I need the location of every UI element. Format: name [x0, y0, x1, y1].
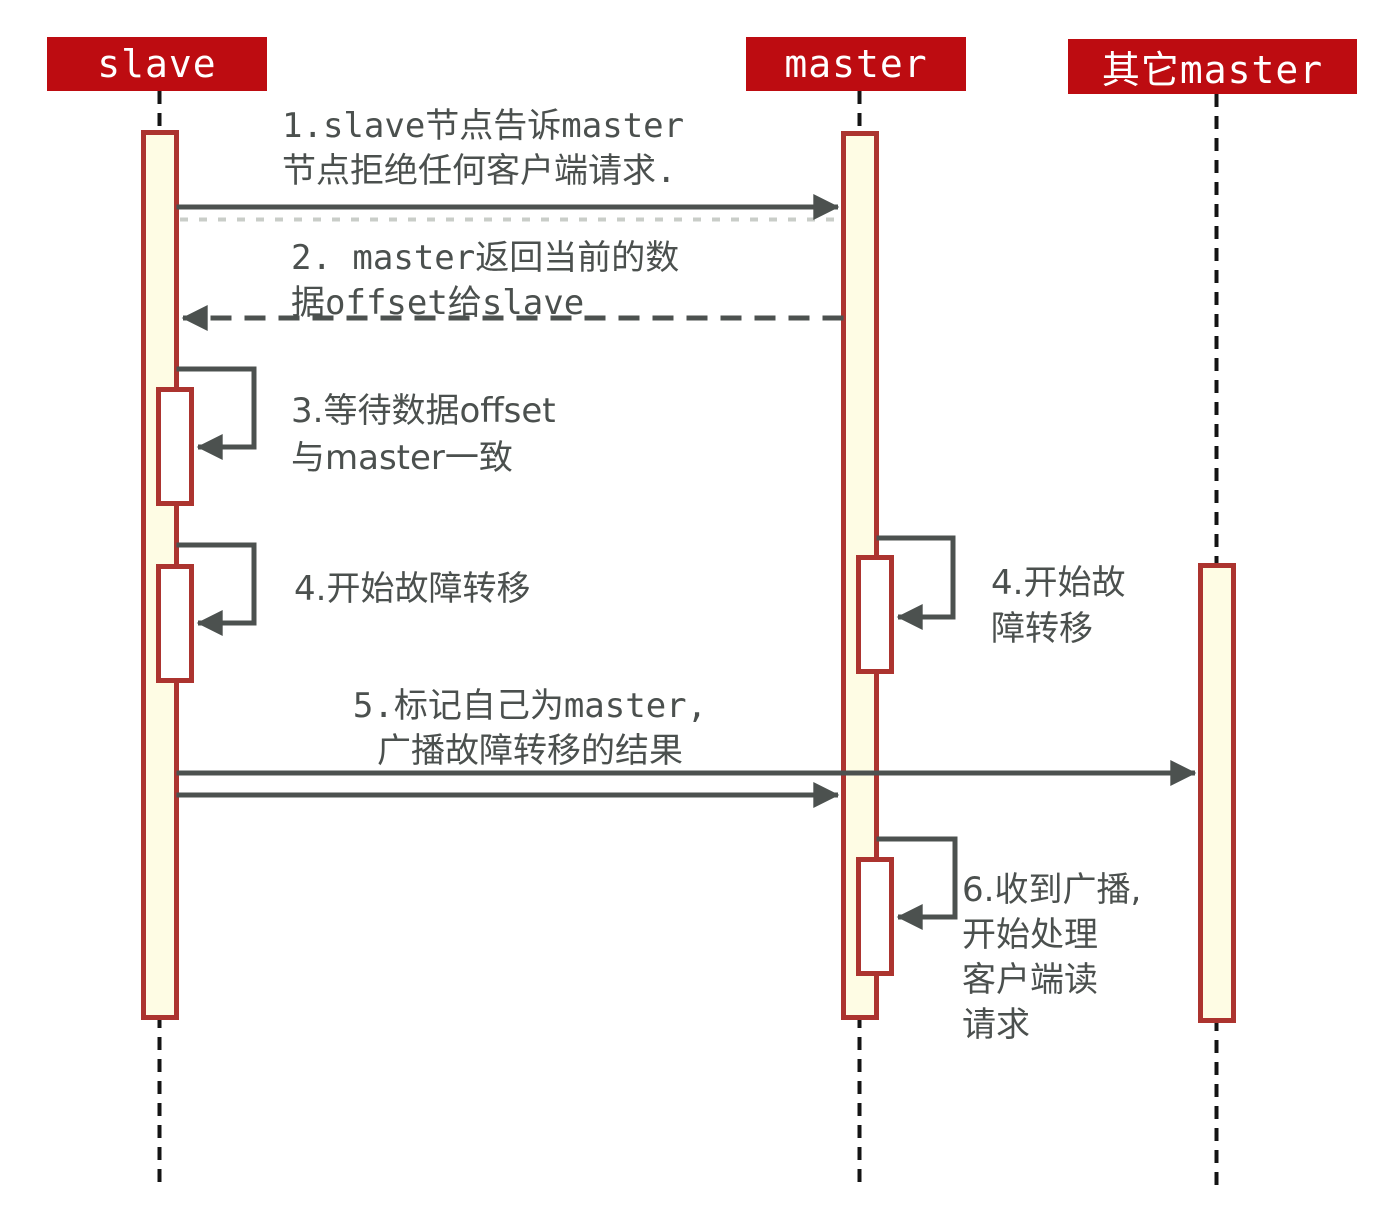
message-6-line-2: 开始处理	[962, 915, 1098, 955]
message-3-line-1: 3.等待数据offset	[291, 391, 556, 431]
message-4-slave-line-1: 4.开始故障转移	[294, 569, 531, 609]
participant-header-slave: slave	[47, 37, 267, 91]
message-5-label: 5.标记自己为master, 广播故障转移的结果	[330, 684, 730, 774]
slave-sub-activation-2	[156, 564, 194, 683]
message-3-label: 3.等待数据offset 与master一致	[291, 388, 556, 482]
participant-label: slave	[97, 42, 217, 86]
message-5-line-2: 广播故障转移的结果	[377, 731, 683, 771]
message-2-line-1: 2. master返回当前的数	[291, 238, 680, 278]
participant-header-other-master: 其它master	[1068, 39, 1357, 94]
message-3-line-2: 与master一致	[291, 438, 513, 478]
message-4-slave-self-loop-arrow	[176, 542, 257, 636]
participant-label: 其它master	[1101, 48, 1324, 92]
master-sub-activation-2	[856, 857, 894, 976]
message-2-line-2: 据offset给slave	[291, 283, 585, 323]
message-4-master-line-2: 障转移	[991, 609, 1093, 649]
message-1-label: 1.slave节点告诉master 节点拒绝任何客户端请求.	[282, 104, 684, 194]
master-sub-activation-1	[856, 555, 894, 674]
message-4-master-line-1: 4.开始故	[991, 563, 1126, 603]
message-4-master-self-loop-arrow	[876, 535, 956, 630]
participant-header-master: master	[746, 37, 966, 91]
message-3-self-loop-arrow	[176, 366, 257, 460]
message-6-line-1: 6.收到广播,	[962, 870, 1142, 910]
message-1-line-1: 1.slave节点告诉master	[282, 106, 685, 146]
message-4-slave-label: 4.开始故障转移	[294, 567, 530, 612]
other-master-activation-bar	[1198, 563, 1236, 1023]
message-6-label: 6.收到广播, 开始处理 客户端读 请求	[962, 868, 1141, 1048]
message-5-line-1: 5.标记自己为master,	[352, 686, 708, 726]
message-1-line-2: 节点拒绝任何客户端请求.	[282, 151, 677, 191]
message-2-label: 2. master返回当前的数 据offset给slave	[291, 236, 679, 326]
message-4-master-label: 4.开始故 障转移	[991, 560, 1125, 652]
message-6-line-3: 客户端读	[962, 960, 1098, 1000]
message-6-self-loop-arrow	[876, 836, 958, 930]
message-6-line-4: 请求	[962, 1005, 1030, 1045]
slave-sub-activation-1	[156, 387, 194, 506]
participant-label: master	[784, 42, 928, 86]
